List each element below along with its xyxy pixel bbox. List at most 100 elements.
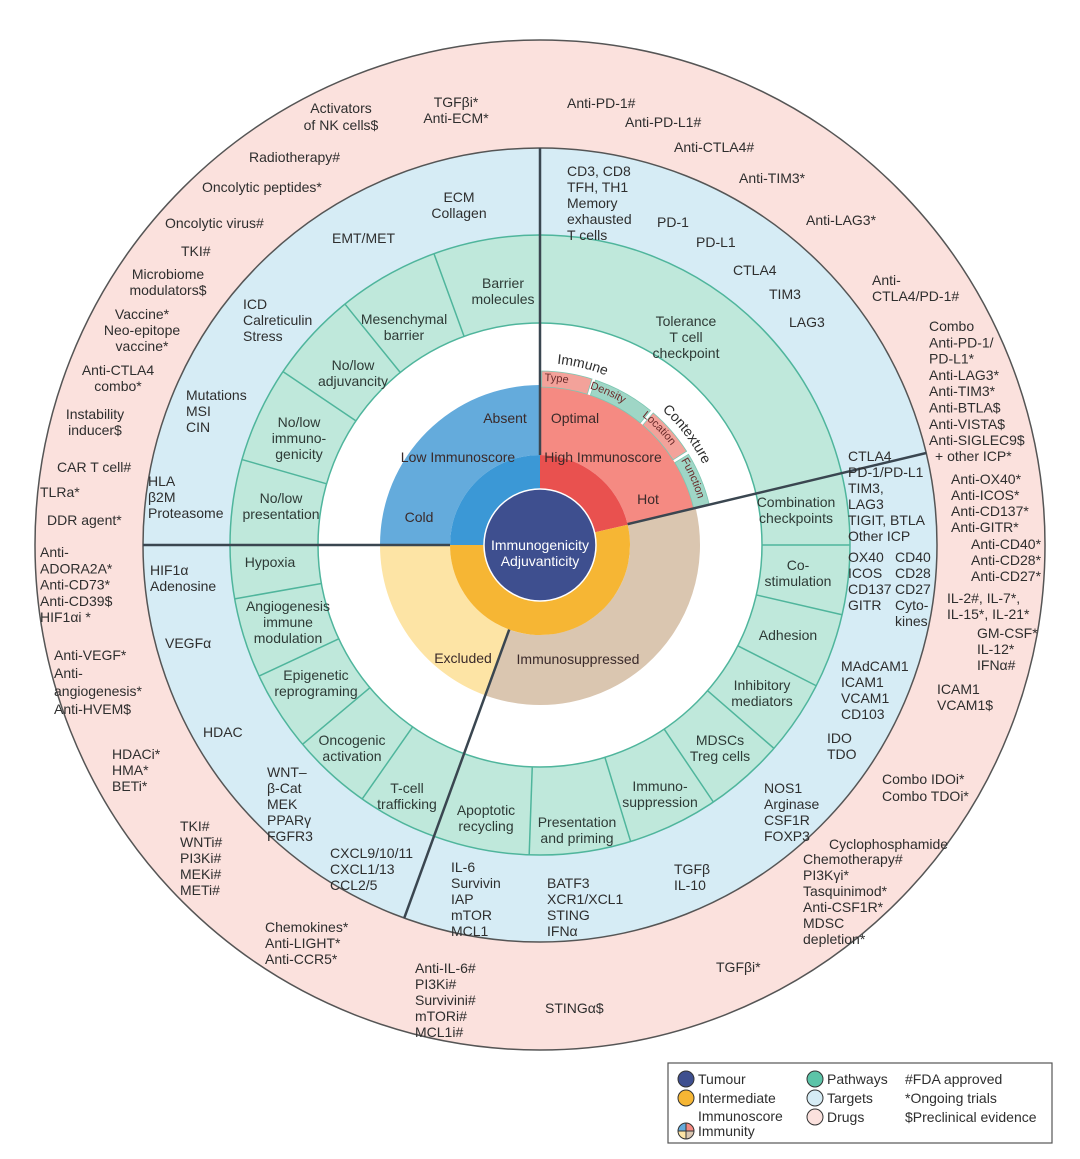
label-line: adjuvancity [318,373,388,389]
label-line: Immunosuppressed [517,651,640,667]
label-line: PI3Kγi* [803,867,849,883]
drug-label: DDR agent* [47,512,122,528]
target-label: PD-1 [657,214,689,230]
label-line: GM-CSF* [977,625,1038,641]
pathway-separator [361,726,414,800]
label-line: Combo IDOi* [882,771,965,787]
label-line: EMT/MET [332,230,395,246]
label-line: PD-L1* [929,351,975,367]
legend-swatch-tumour [677,1070,695,1088]
label-line: Anti-CCR5* [265,951,338,967]
target-label: EMT/MET [332,230,395,246]
label-line: Apoptotic [457,802,515,818]
drug-label: Oncolytic virus# [165,215,264,231]
label-line: suppression [622,794,698,810]
drug-label: Anti-PD-1# [567,95,636,111]
label-line: modulators$ [129,282,206,298]
legend-note-trials: *Ongoing trials [905,1090,997,1106]
label-line: GITR [848,597,881,613]
label-line: mediators [731,693,792,709]
separators [143,148,927,919]
drug-label: GM-CSF*IL-12*IFNα# [977,625,1038,673]
label-line: Other ICP [848,528,910,544]
label-line: High Immunoscore [544,449,662,465]
pathway-separator [604,757,632,842]
label-line: Anti-TIM3* [739,170,806,186]
drug-label: Anti-VEGF*Anti-angiogenesis*Anti-HVEM$ [54,647,143,717]
label-line: T cell [669,329,702,345]
drug-label: TGFβi*Anti-ECM* [423,94,489,126]
legend-swatch-pathways [806,1070,824,1088]
drug-label: Anti-OX40*Anti-ICOS*Anti-CD137*Anti-GITR… [951,471,1029,535]
label-line: Anti-CD73* [40,577,111,593]
label-line: Anti-CTLA4# [674,139,754,155]
legend-note-fda: #FDA approved [905,1071,1002,1087]
drug-label: TKI#WNTi#PI3Ki#MEKi#METi# [180,818,222,898]
pathway-separator [707,690,775,749]
label-line: VCAM1$ [937,697,993,713]
label-line: Immunogenicity [491,537,589,553]
label-line: No/low [332,357,376,373]
label-line: Vaccine* [115,306,170,322]
label-line: TGFβi* [716,959,761,975]
label-line: Anti-ICOS* [951,487,1020,503]
label-line: TLRa* [40,484,80,500]
label-line: IL-15*, IL-21* [947,606,1030,622]
label-line: IL-6 [451,859,475,875]
drug-label: Anti-CTLA4# [674,139,754,155]
label-line: TGFβi* [434,94,479,110]
label-line: VCAM1 [841,690,889,706]
label-line: Presentation [538,814,617,830]
label-line: MCL1 [451,923,489,939]
label-line: PD-L1 [696,234,736,250]
label-line: Anti-CD27* [971,568,1042,584]
label-line: reprograming [274,683,357,699]
label-line: PD-1/PD-L1 [848,464,924,480]
label-line: CD103 [841,706,885,722]
label-line: Anti-HVEM$ [54,701,131,717]
label-line: TFH, TH1 [567,179,628,195]
label-line: Proteasome [148,505,224,521]
drug-label: IL-2#, IL-7*,IL-15*, IL-21* [947,590,1030,622]
label-line: immune [263,614,313,630]
quadrant-cold [380,385,540,545]
label-line: IAP [451,891,474,907]
label-line: Anti-VISTA$ [929,416,1005,432]
label-line: β-Cat [267,780,302,796]
label-line: HDACi* [112,746,161,762]
pathway-separator [344,303,401,373]
label-line: Treg cells [690,748,750,764]
label-line: CTLA4 [848,448,892,464]
label-line: Stress [243,328,283,344]
label-line: Combo [929,318,974,334]
target-label: CTLA4 [733,262,777,278]
pathway-separator [528,766,534,855]
label-line: mTOR [451,907,492,923]
intermediate-hot [540,455,628,533]
intermediate-cold [450,455,540,545]
label-line: LAG3 [848,496,884,512]
label-line: Adhesion [759,627,817,643]
label-line: T-cell [390,780,423,796]
label-line: CTLA4 [733,262,777,278]
drug-label: TGFβi* [716,959,761,975]
drug-label: Anti-PD-L1# [625,114,701,130]
intermediate-ring [450,524,630,635]
label-line: Anti-CTLA4 [82,362,155,378]
label-line: Anti-OX40* [951,471,1022,487]
